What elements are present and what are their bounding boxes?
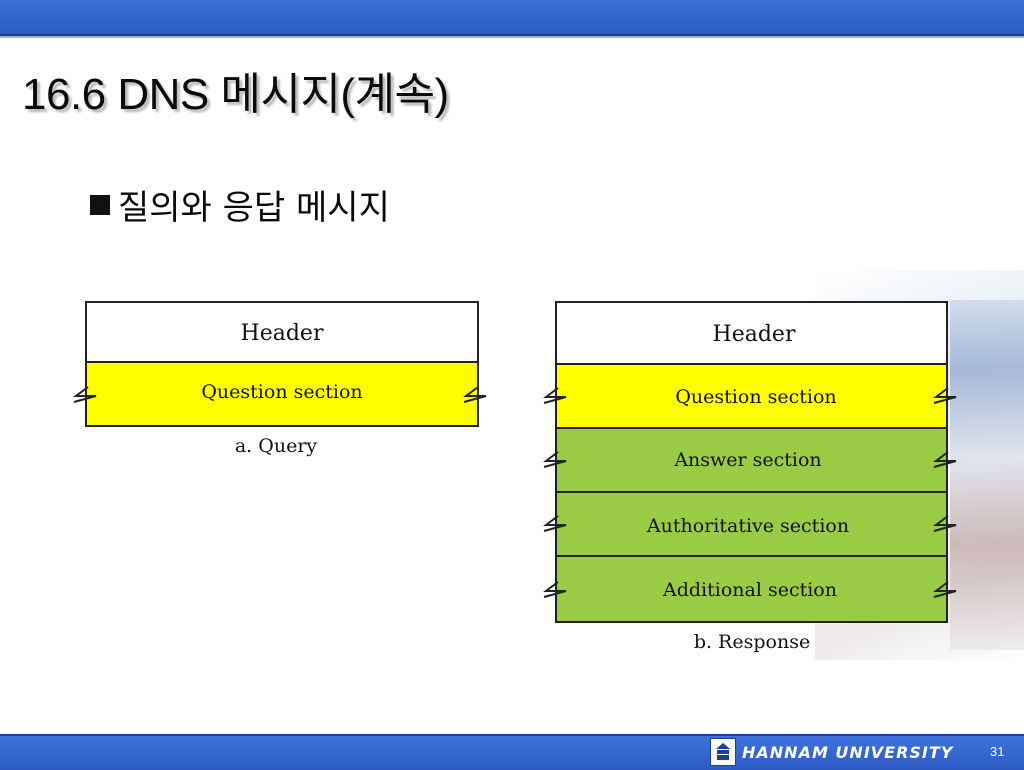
query-question-box xyxy=(85,361,479,427)
university-name: HANNAM UNIVERSITY xyxy=(742,742,954,762)
response-caption: b. Response xyxy=(694,631,810,653)
bottom-banner xyxy=(0,734,1024,770)
break-mark xyxy=(543,581,567,598)
query-caption: a. Query xyxy=(235,435,318,457)
response-answer-label: Answer section xyxy=(673,449,821,471)
break-mark xyxy=(463,386,487,403)
response-additional-box xyxy=(555,555,948,623)
emblem-icon xyxy=(716,743,730,760)
dns-message-diagram: Header Question section a. Query Header … xyxy=(73,301,957,653)
break-mark xyxy=(933,451,957,468)
query-message: Header Question section a. Query xyxy=(73,301,487,457)
break-mark xyxy=(933,515,957,532)
university-logo: HANNAM UNIVERSITY xyxy=(710,738,953,766)
response-question-label: Question section xyxy=(675,386,836,408)
response-additional-label: Additional section xyxy=(662,579,837,601)
university-emblem-icon xyxy=(710,738,736,766)
break-mark xyxy=(543,515,567,532)
response-header-label: Header xyxy=(713,322,796,347)
break-mark xyxy=(543,387,567,404)
response-header-box xyxy=(555,301,948,365)
query-question-label: Question section xyxy=(201,381,362,403)
break-mark xyxy=(543,451,567,468)
slide-title: 16.6 DNS 메시지(계속) xyxy=(22,70,449,119)
break-mark xyxy=(933,387,957,404)
square-bullet-icon xyxy=(90,194,110,215)
response-authoritative-box xyxy=(555,491,948,557)
page-number: 31 xyxy=(990,744,1005,759)
break-mark xyxy=(73,386,97,403)
top-divider xyxy=(0,36,1024,38)
break-mark xyxy=(933,581,957,598)
bullet-text: 질의와 응답 메시지 xyxy=(118,188,390,228)
bullet-item: 질의와 응답 메시지 xyxy=(90,180,390,229)
top-banner xyxy=(0,0,1024,36)
background-decoration-strip xyxy=(950,300,1024,650)
query-header-label: Header xyxy=(241,321,324,346)
response-authoritative-label: Authoritative section xyxy=(646,515,849,537)
response-message: Header Question section Answer section A… xyxy=(543,301,957,653)
